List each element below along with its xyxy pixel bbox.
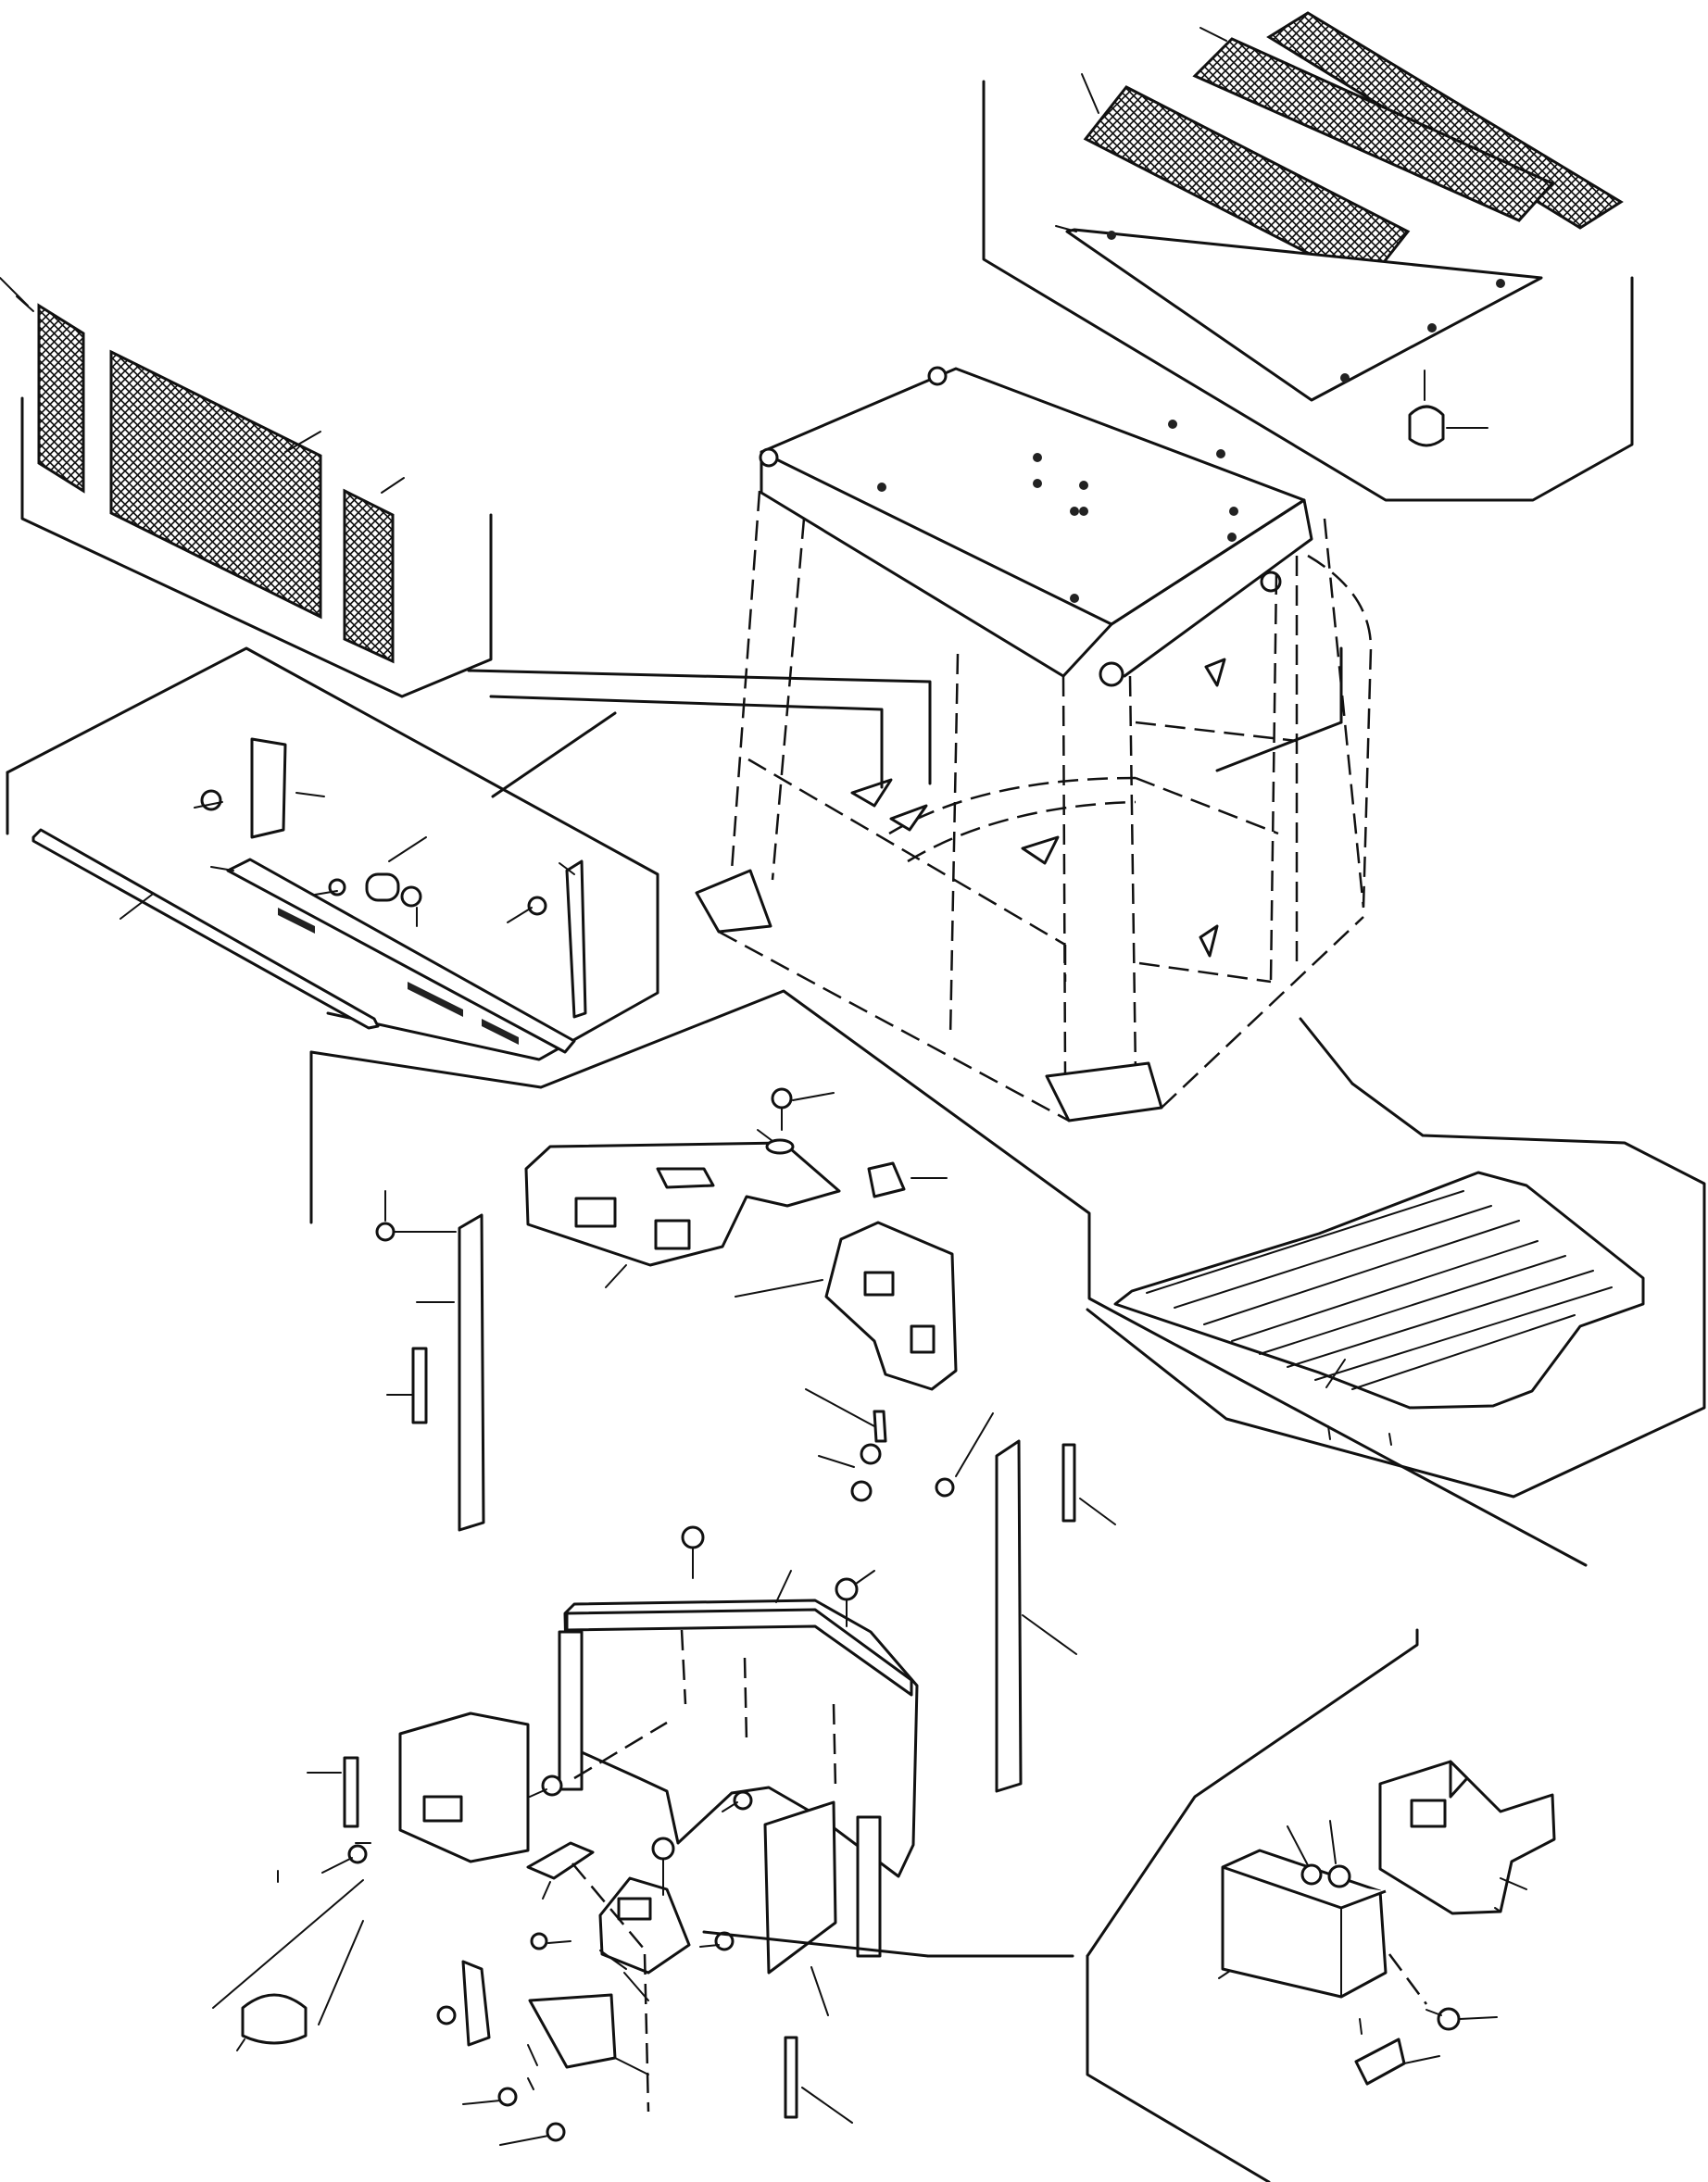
roof-cap-part xyxy=(1408,405,1445,447)
lower-front-trim xyxy=(226,858,576,1054)
front-trim-group xyxy=(6,646,659,1061)
mount-bracket-upper xyxy=(1378,1760,1556,1915)
bracket-group xyxy=(309,989,1588,1793)
roof-mat-group xyxy=(982,11,1634,502)
side-grill-small-left xyxy=(37,303,85,494)
cab-bracket-lower xyxy=(824,1221,958,1391)
cab-frame xyxy=(467,366,1373,1122)
floor-mat-group xyxy=(1086,1017,1706,1499)
floor-mat xyxy=(1113,1171,1645,1410)
cab-bracket-upper xyxy=(524,1141,841,1267)
grab-rail xyxy=(31,828,380,1030)
pillar-trim-upper xyxy=(250,737,287,839)
lower-body-group xyxy=(212,1525,1074,2146)
roof-plate xyxy=(1065,228,1543,402)
roof-mat-center xyxy=(1192,37,1555,222)
lower-right-group xyxy=(1086,1628,1556,2182)
side-grill-small-right xyxy=(343,488,395,664)
vertical-channel xyxy=(995,1439,1023,1793)
vertical-trim-left xyxy=(458,1213,485,1532)
cap-plug xyxy=(241,1993,308,2045)
side-grill-large xyxy=(109,349,322,620)
side-grill-group xyxy=(0,277,493,698)
